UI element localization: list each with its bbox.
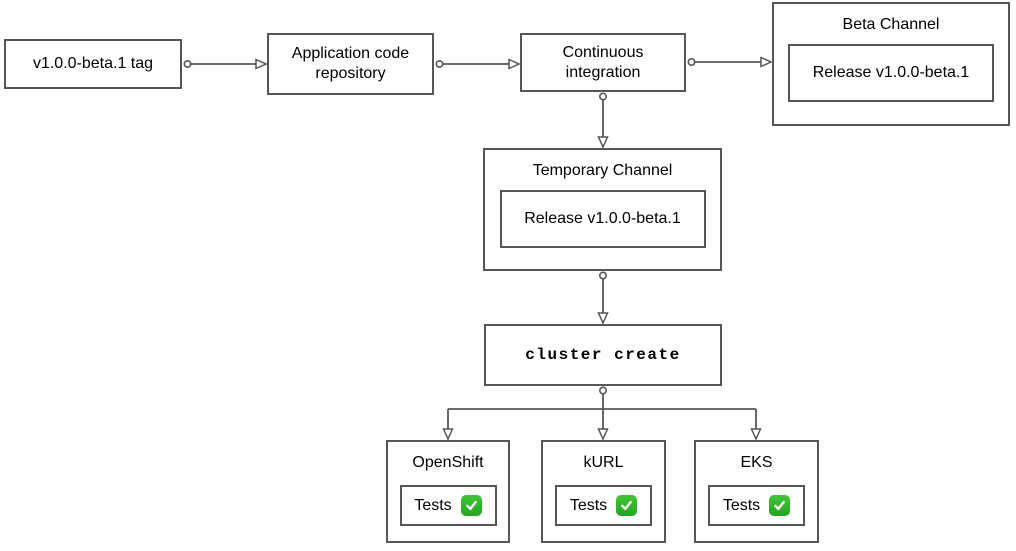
check-mark-icon [616, 495, 638, 516]
cluster-create-label: cluster create [525, 346, 681, 364]
version-tag-label: v1.0.0-beta.1 tag [32, 55, 154, 72]
temporary-channel-release-box: Release v1.0.0-beta.1 [499, 190, 706, 248]
check-mark-icon [460, 495, 482, 516]
node-temporary-channel: Temporary Channel Release v1.0.0-beta.1 [483, 148, 722, 271]
continuous-integration-label: Continuous integration [562, 43, 644, 81]
node-kurl: kURL Tests [541, 440, 666, 543]
openshift-tests-box: Tests [399, 485, 497, 526]
eks-title: EKS [740, 454, 773, 471]
eks-tests-label: Tests [722, 496, 761, 514]
app-code-repository-label: Application code repository [291, 45, 410, 82]
node-app-code-repository: Application code repository [267, 33, 434, 95]
node-eks: EKS Tests [694, 440, 819, 543]
node-continuous-integration: Continuous integration [520, 33, 686, 92]
kurl-tests-label: Tests [569, 496, 608, 514]
node-version-tag: v1.0.0-beta.1 tag [4, 39, 182, 89]
beta-channel-release-box: Release v1.0.0-beta.1 [788, 44, 994, 102]
node-beta-channel: Beta Channel Release v1.0.0-beta.1 [772, 2, 1010, 126]
beta-channel-release-label: Release v1.0.0-beta.1 [812, 64, 970, 81]
beta-channel-title: Beta Channel [842, 16, 940, 33]
kurl-tests-box: Tests [555, 485, 652, 526]
check-mark-icon [769, 495, 791, 516]
kurl-title: kURL [583, 454, 624, 471]
temporary-channel-title: Temporary Channel [532, 162, 673, 179]
node-openshift: OpenShift Tests [386, 440, 510, 543]
openshift-title: OpenShift [412, 454, 484, 471]
openshift-tests-label: Tests [414, 496, 452, 514]
temporary-channel-release-label: Release v1.0.0-beta.1 [524, 210, 681, 227]
node-cluster-create: cluster create [484, 324, 722, 386]
eks-tests-box: Tests [708, 485, 805, 526]
